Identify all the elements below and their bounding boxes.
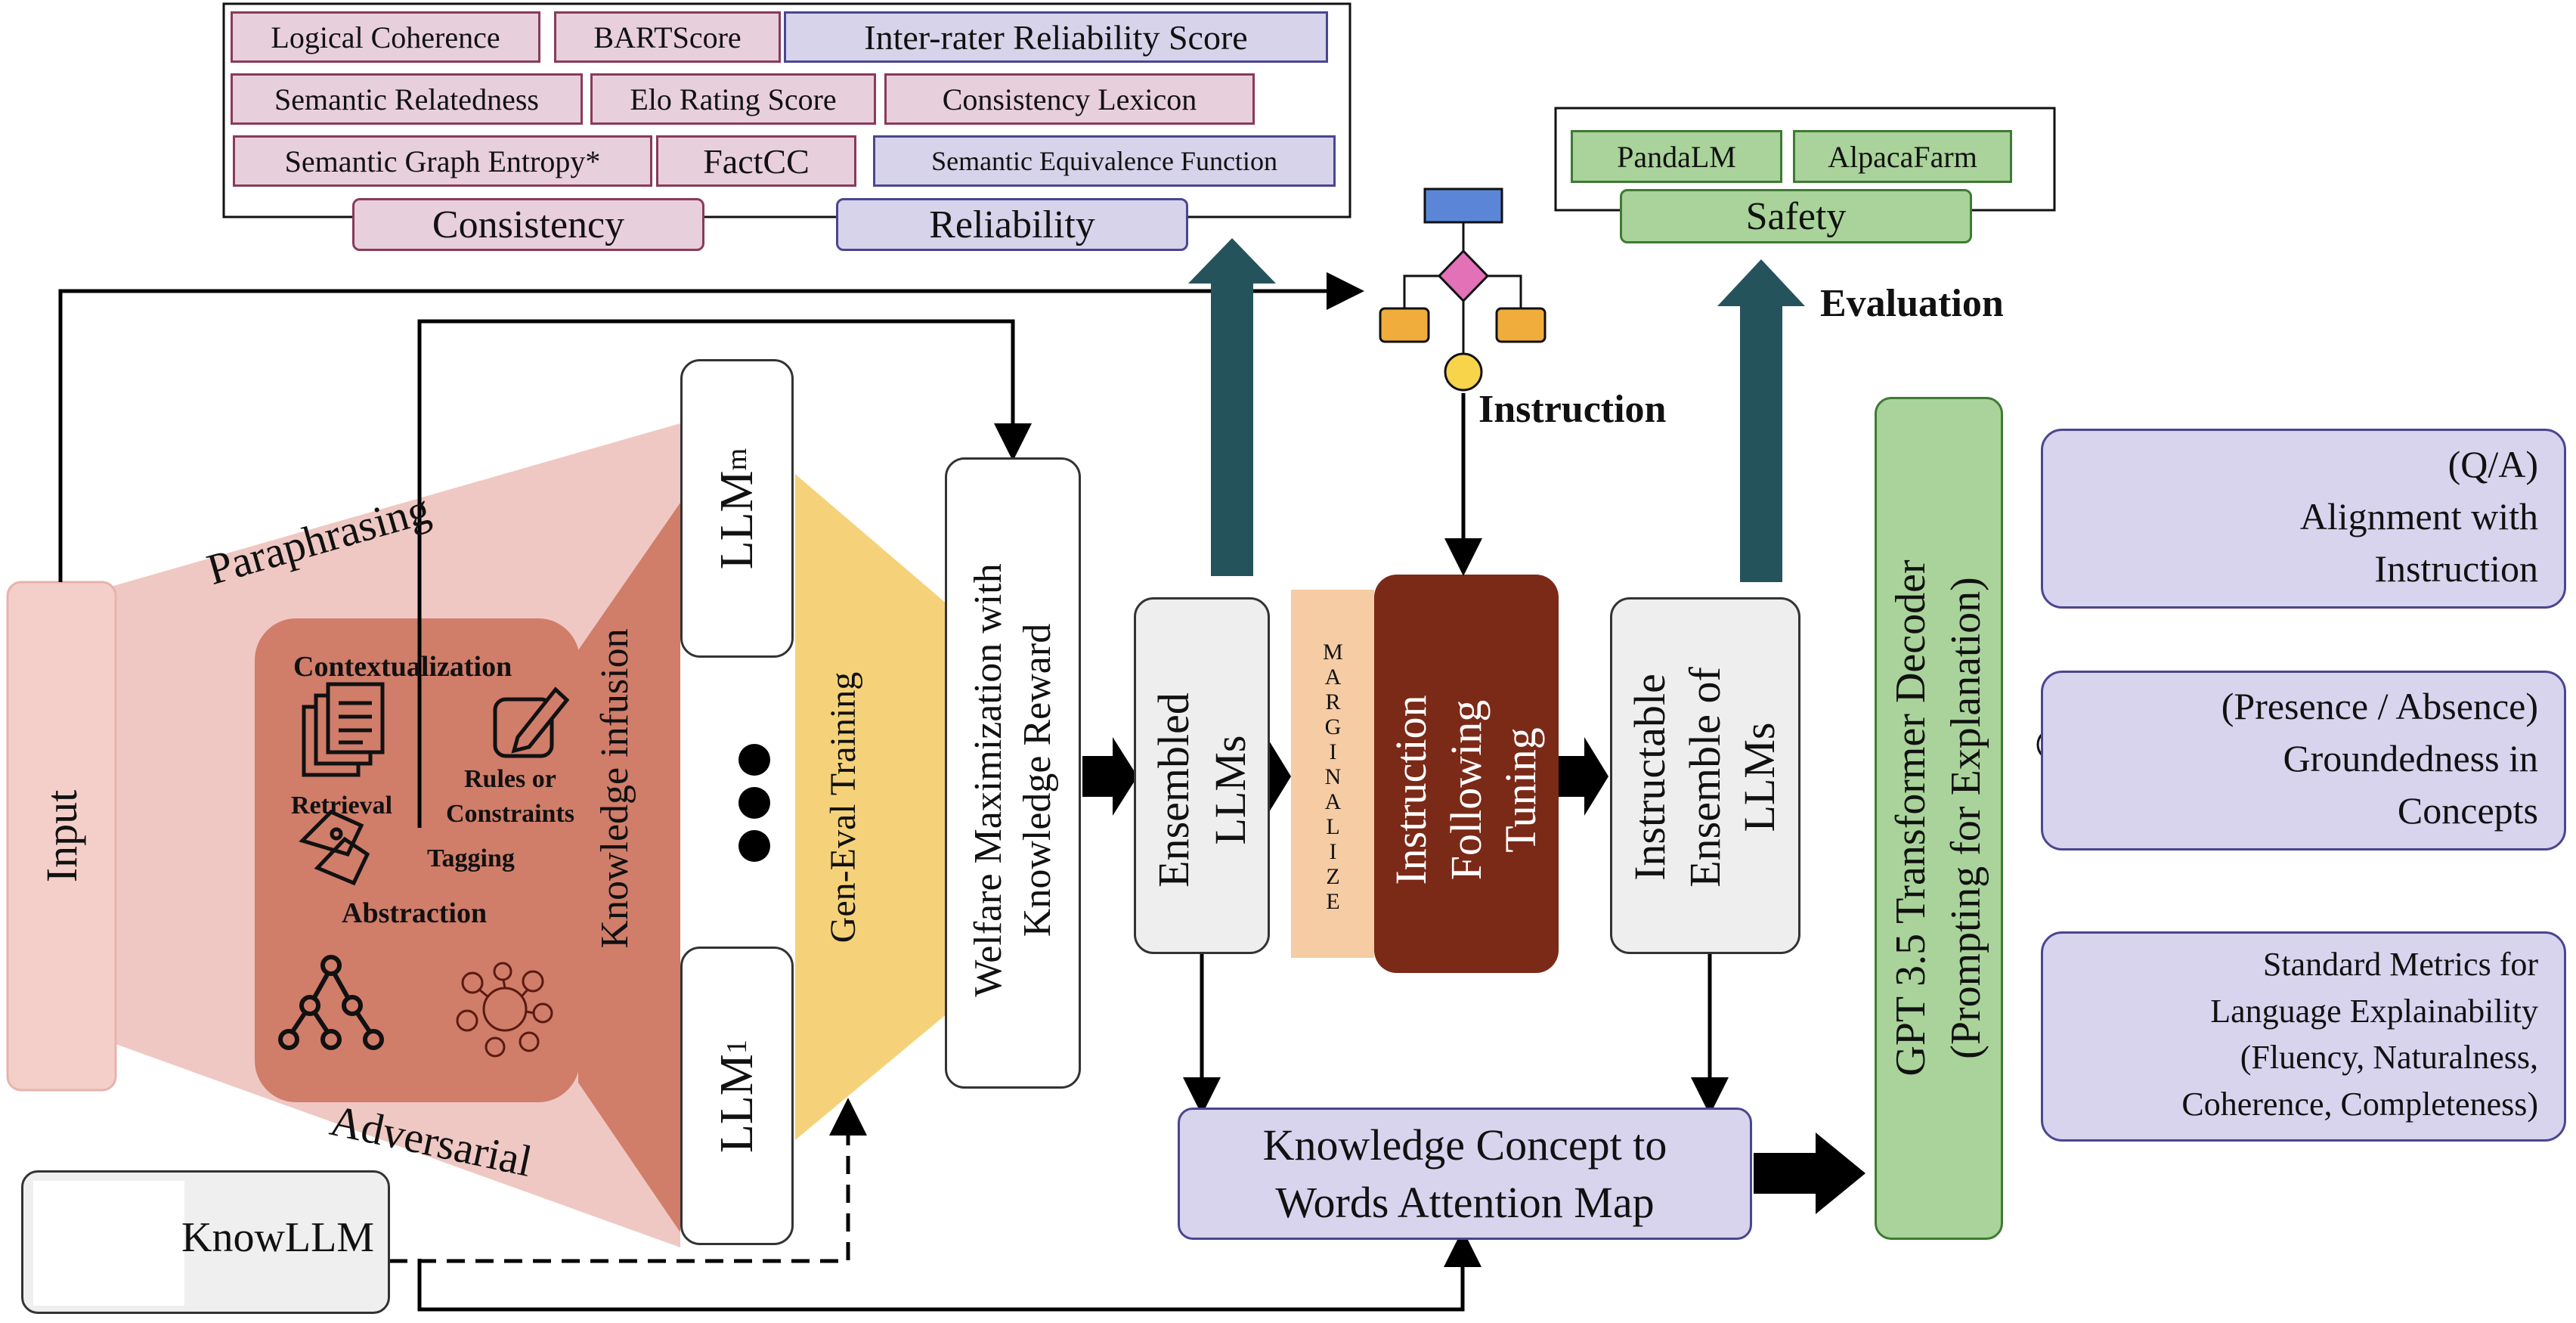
gpt-decoder-label: GPT 3.5 Transformer Decoder (Prompting f… bbox=[1886, 402, 1992, 1234]
alignment-box: (Q/A) Alignment with Instruction bbox=[2041, 429, 2566, 609]
edit-icon bbox=[493, 686, 570, 758]
llm-m-sub: m bbox=[721, 448, 753, 471]
paraphrase-to-welfare-arrow bbox=[417, 319, 1032, 828]
ensembled-line-1: Ensembled bbox=[1148, 692, 1198, 888]
groundedness-box: (Presence / Absence) Groundedness in Con… bbox=[2041, 671, 2566, 850]
groundedness-line-1: (Presence / Absence) bbox=[2221, 685, 2538, 727]
welfare-line-2: Knowledge Reward bbox=[1016, 623, 1059, 937]
welfare-box bbox=[945, 457, 1081, 1089]
standard-line-1: Standard Metrics for bbox=[2262, 946, 2538, 983]
instructable-line-1: Instructable bbox=[1625, 674, 1675, 881]
llm-1-sub: 1 bbox=[721, 1040, 753, 1055]
input-label: Input bbox=[36, 789, 86, 883]
ensembled-llms-label: Ensembled LLMs bbox=[1149, 639, 1255, 941]
attention-map-line-1: Knowledge Concept to bbox=[1262, 1120, 1667, 1170]
ellipsis-dot bbox=[738, 787, 770, 819]
gpt-decoder-box bbox=[1875, 397, 2003, 1240]
instructable-ensemble-box bbox=[1610, 597, 1800, 954]
attention-map-line-2: Words Attention Map bbox=[1275, 1177, 1655, 1227]
tag-icon bbox=[299, 810, 370, 886]
attention-map-box: Knowledge Concept to Words Attention Map bbox=[1178, 1108, 1752, 1240]
metric-semantic-equivalence: Semantic Equivalence Function bbox=[873, 135, 1336, 187]
input-to-instruction-arrow bbox=[58, 272, 1364, 582]
evaluation-label: Evaluation bbox=[1820, 282, 2004, 325]
rules-label-1: Rules or bbox=[464, 765, 556, 793]
metric-pandalm: PandaLM bbox=[1571, 130, 1782, 183]
gpt-line-1: GPT 3.5 Transformer Decoder bbox=[1887, 559, 1935, 1077]
tagging-label: Tagging bbox=[427, 844, 515, 872]
instruction-tuning-label: Instruction Following Tuning bbox=[1386, 601, 1545, 979]
documents-icon bbox=[302, 682, 385, 777]
standard-line-3: (Fluency, Naturalness, bbox=[2240, 1039, 2538, 1077]
reliability-label: Reliability bbox=[836, 198, 1188, 251]
gen-eval-shape bbox=[795, 474, 952, 1140]
groundedness-line-3: Concepts bbox=[2397, 789, 2538, 832]
knowllm-label: KnowLLM bbox=[181, 1214, 375, 1261]
abstraction-label: Abstraction bbox=[342, 897, 488, 929]
instructable-line-3: LLMs bbox=[1735, 722, 1785, 832]
instructable-line-2: Ensemble of bbox=[1680, 667, 1729, 888]
consistency-label: Consistency bbox=[352, 198, 704, 251]
knowllm-icon-bg bbox=[33, 1181, 184, 1306]
metric-bartscore: BARTScore bbox=[554, 11, 781, 63]
gpt-line-2: (Prompting for Explanation) bbox=[1943, 577, 1989, 1059]
alignment-line-2: Alignment with bbox=[2299, 495, 2538, 538]
knowllm-to-map-arrow bbox=[417, 1229, 1482, 1312]
metric-elo-rating: Elo Rating Score bbox=[590, 73, 876, 125]
tuning-line-1: Instruction bbox=[1386, 695, 1436, 885]
contextualization-label: Contextualization bbox=[293, 651, 512, 683]
marginalize-label: MARGINALIZE bbox=[1321, 639, 1345, 914]
flowchart-icon-instruction bbox=[1379, 187, 1547, 392]
metric-alpacafarm: AlpacaFarm bbox=[1793, 130, 2012, 183]
llm-1-base: LLM bbox=[711, 1054, 763, 1153]
metric-consistency-lexicon: Consistency Lexicon bbox=[884, 73, 1255, 125]
tree-icon bbox=[278, 955, 384, 1050]
alignment-line-3: Instruction bbox=[2374, 547, 2538, 590]
llm-1-box bbox=[680, 947, 794, 1245]
llm-m-box bbox=[680, 359, 794, 658]
metric-factcc: FactCC bbox=[656, 135, 856, 187]
knowllm-dashed-arrow bbox=[389, 1098, 867, 1263]
standard-line-2: Language Explainability bbox=[2210, 992, 2538, 1030]
flow-arrow-3 bbox=[1559, 737, 1608, 816]
knowledge-infusion-shape bbox=[578, 503, 680, 1232]
ensembled-llms-box bbox=[1134, 597, 1270, 954]
groundedness-line-2: Groundedness in bbox=[2283, 737, 2538, 779]
welfare-line-1: Welfare Maximization with bbox=[967, 563, 1010, 997]
metric-semantic-graph-entropy: Semantic Graph Entropy* bbox=[233, 135, 652, 187]
alignment-line-1: (Q/A) bbox=[2448, 443, 2538, 485]
knowledge-box bbox=[255, 618, 580, 1102]
ellipsis-dot bbox=[738, 744, 770, 776]
retrieval-label: Retrieval bbox=[291, 792, 393, 820]
ensembled-line-2: LLMs bbox=[1206, 735, 1255, 845]
gen-eval-label: Gen-Eval Training bbox=[822, 671, 863, 943]
tuning-line-3: Tuning bbox=[1496, 727, 1546, 853]
llm-m-base: LLM bbox=[711, 470, 763, 570]
metric-logical-coherence: Logical Coherence bbox=[231, 11, 540, 63]
metric-inter-rater-reliability: Inter-rater Reliability Score bbox=[784, 11, 1328, 63]
marginalize-band bbox=[1291, 590, 1374, 958]
standard-metrics-box: Standard Metrics for Language Explainabi… bbox=[2041, 931, 2566, 1142]
safety-label: Safety bbox=[1620, 189, 1972, 243]
instruction-label: Instruction bbox=[1478, 388, 1667, 431]
rules-label-2: Constraints bbox=[446, 800, 575, 828]
standard-line-4: Coherence, Completeness) bbox=[2181, 1085, 2538, 1123]
welfare-label: Welfare Maximization with Knowledge Rewa… bbox=[960, 516, 1066, 1045]
tuning-line-2: Following bbox=[1441, 699, 1491, 881]
concept-cluster-icon bbox=[456, 962, 553, 1058]
knowledge-infusion-label: Knowledge infusion bbox=[593, 628, 636, 949]
flow-arrow-1 bbox=[1082, 737, 1138, 816]
metric-semantic-relatedness: Semantic Relatedness bbox=[231, 73, 583, 125]
ellipsis-dot bbox=[738, 830, 770, 862]
instruction-tuning-box bbox=[1374, 575, 1559, 973]
instructable-ensemble-label: Instructable Ensemble of LLMs bbox=[1625, 588, 1784, 966]
evaluation-up-arrow-left bbox=[1188, 238, 1276, 576]
evaluation-up-arrow-right bbox=[1717, 259, 1805, 582]
flow-arrow-4 bbox=[1754, 1132, 1865, 1214]
